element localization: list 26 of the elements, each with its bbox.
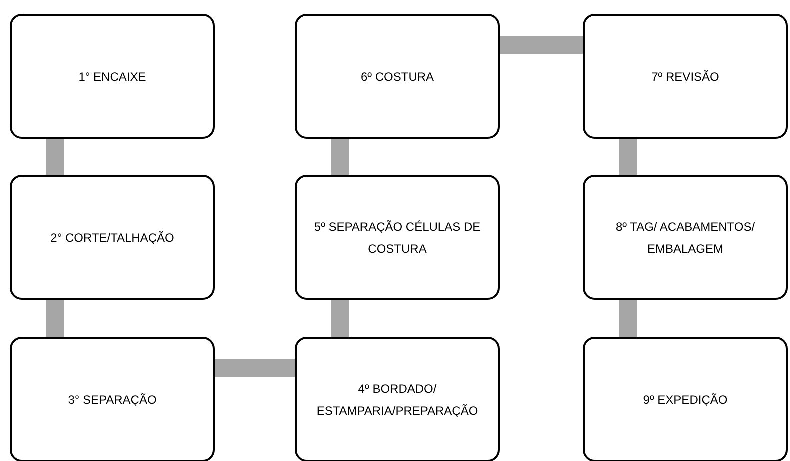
step-label: 7º REVISÃO (652, 68, 720, 86)
process-box (295, 175, 500, 300)
connector-bar (500, 36, 583, 54)
process-box (295, 337, 500, 461)
process-box (295, 14, 500, 139)
step-label: 9º EXPEDIÇÃO (643, 392, 728, 408)
step-label: 5º SEPARAÇÃO CÉLULAS DE COSTURA (313, 218, 482, 258)
step-label: 1° ENCAIXE (78, 68, 146, 86)
step-label: 2° CORTE/TALHAÇÃO (50, 230, 174, 246)
connector-bar (619, 300, 637, 337)
step-label: 4º BORDADO/ ESTAMPARIA/PREPARAÇÃO (316, 380, 480, 420)
process-box (10, 14, 215, 139)
process-box (10, 337, 215, 461)
connector-bar (215, 359, 295, 377)
step-label: 3° SEPARAÇÃO (68, 392, 157, 408)
process-box (10, 175, 215, 300)
process-box (583, 175, 788, 300)
process-box (583, 14, 788, 139)
connector-bar (46, 139, 64, 175)
step-label: 8º TAG/ ACABAMENTOS/ EMBALAGEM (614, 218, 756, 258)
connector-bar (331, 139, 349, 175)
connector-bar (619, 139, 637, 175)
step-label: 6º COSTURA (360, 68, 434, 86)
connector-bar (46, 300, 64, 337)
process-box (583, 337, 788, 461)
connector-bar (331, 300, 349, 337)
